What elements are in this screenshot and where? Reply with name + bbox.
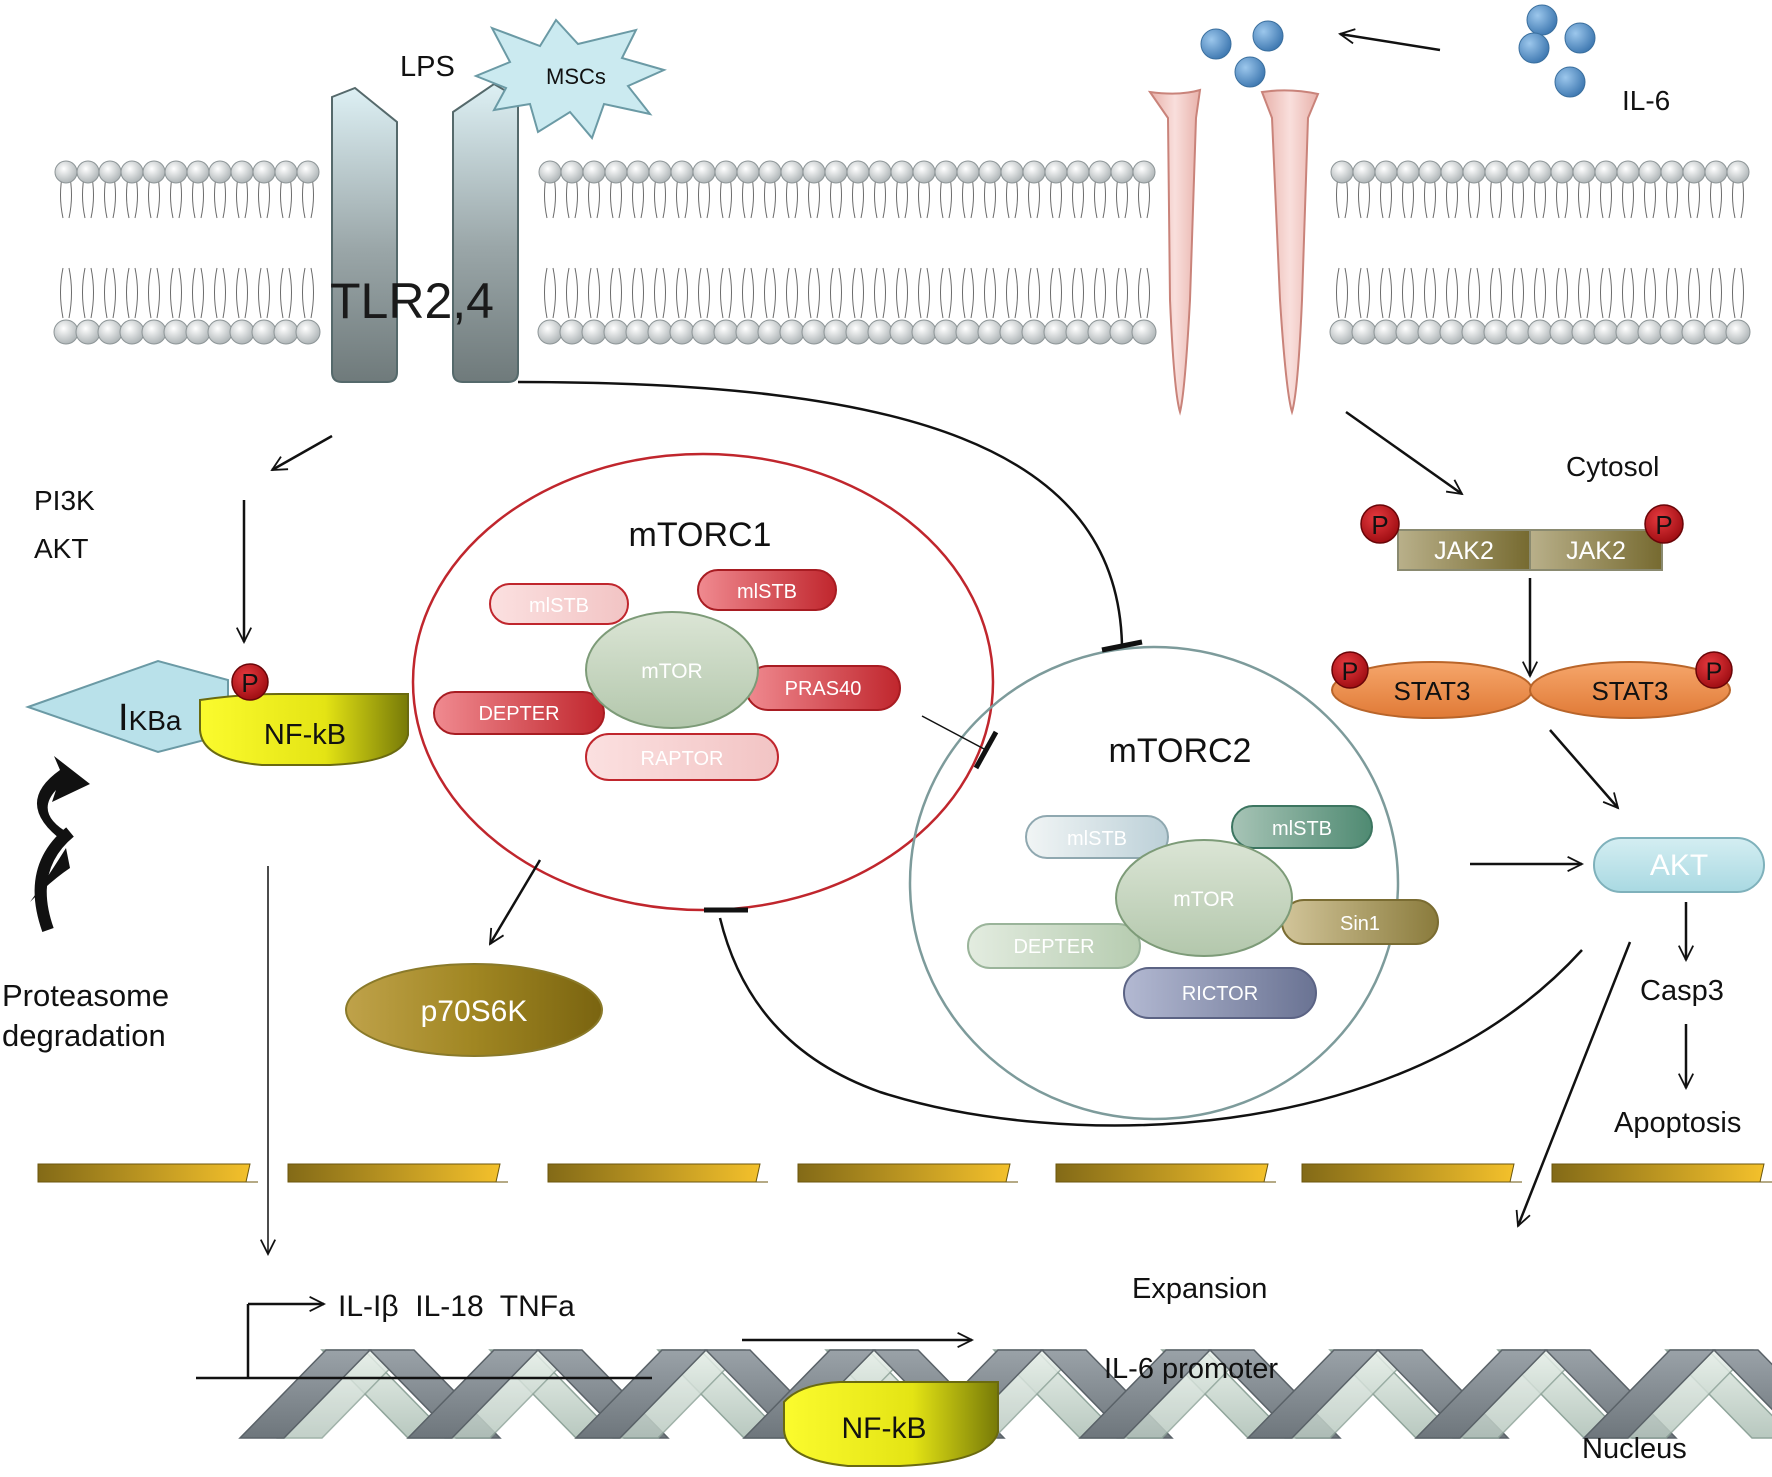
p70s6k-node: p70S6K — [345, 963, 603, 1057]
il6-binding-arrow — [1340, 34, 1441, 52]
stat3-right — [1529, 661, 1731, 719]
genes-label: IL-Iβ IL-18 TNFa — [338, 1290, 575, 1323]
il6-label: IL-6 — [1622, 85, 1670, 116]
mtorc1-complex: mTORC1 mlSTB mlSTB DEPTER PRAS40 RAPTOR … — [411, 452, 995, 912]
svg-text:P: P — [1371, 510, 1388, 540]
svg-text:mlSTB: mlSTB — [737, 581, 797, 603]
svg-text:mlSTB: mlSTB — [1067, 828, 1127, 850]
lps-label: LPS — [400, 51, 455, 83]
akt-to-nucleus-arrow — [1518, 941, 1632, 1226]
stat3-dimer: STAT3 STAT3 P P — [1331, 651, 1733, 719]
transcription-start — [196, 1304, 652, 1380]
dna-helix — [238, 1349, 1772, 1439]
mscs-label: MSCs — [546, 64, 606, 89]
svg-text:P: P — [1706, 658, 1723, 686]
apoptosis-label: Apoptosis — [1614, 1107, 1741, 1139]
mtorc2-complex: mTORC2 mlSTB mlSTB DEPTER Sin1 RICTOR mT… — [908, 645, 1439, 1121]
svg-text:JAK2: JAK2 — [1434, 537, 1494, 565]
phospho-icon: P — [231, 663, 269, 701]
nfkb-nuclear: NF-kB — [783, 1381, 999, 1467]
mscs-starburst: MSCs — [473, 18, 667, 140]
svg-text:p70S6K: p70S6K — [421, 995, 528, 1028]
akt-left-label: AKT — [34, 533, 88, 564]
phospho-icon: P — [1644, 504, 1684, 544]
svg-text:DEPTER: DEPTER — [1013, 936, 1094, 958]
svg-text:STAT3: STAT3 — [1393, 676, 1470, 706]
tlr-label: TLR2,4 — [330, 273, 494, 329]
il6-receptor — [1147, 88, 1320, 416]
svg-text:mTOR: mTOR — [1173, 888, 1234, 911]
pi3k-label: PI3K — [34, 485, 95, 516]
il6-promoter-label: IL-6 promoter — [1104, 1353, 1278, 1385]
mtorc1-depter — [433, 691, 605, 735]
mtorc1-mtor — [585, 611, 759, 729]
svg-text:P: P — [241, 668, 258, 698]
cell-membrane — [53, 160, 1751, 345]
nfkb-label: NF-kB — [264, 719, 346, 751]
svg-text:NF-kB: NF-kB — [842, 1412, 927, 1445]
phospho-icon: P — [1695, 651, 1733, 689]
mtorc2-label: mTORC2 — [1109, 732, 1252, 770]
proteasome-label-line2: degradation — [2, 1018, 166, 1053]
expansion-label: Expansion — [1132, 1273, 1267, 1305]
proteasome-curved-arrow-icon — [30, 756, 90, 933]
akt-node: AKT — [1593, 837, 1765, 893]
nucleus-label: Nucleus — [1582, 1433, 1687, 1465]
svg-text:mlSTB: mlSTB — [1272, 818, 1332, 840]
svg-text:JAK2: JAK2 — [1566, 537, 1626, 565]
casp3-label: Casp3 — [1640, 975, 1724, 1007]
stat3-to-akt-arrow — [1549, 729, 1618, 808]
svg-text:RAPTOR: RAPTOR — [641, 748, 724, 770]
svg-text:P: P — [1655, 510, 1672, 540]
svg-text:mlSTB: mlSTB — [529, 595, 589, 617]
svg-text:mTOR: mTOR — [641, 660, 702, 683]
mtorc1-mlst8-right — [697, 569, 837, 611]
mtorc2-rictor — [1123, 967, 1317, 1019]
nuclear-envelope — [37, 1163, 1772, 1183]
svg-text:Sin1: Sin1 — [1340, 913, 1380, 935]
mtorc1-inhibits-mtorc2 — [921, 715, 999, 770]
mtorc1-label: mTORC1 — [629, 516, 772, 554]
mtorc2-mtor — [1115, 839, 1293, 957]
svg-text:STAT3: STAT3 — [1591, 676, 1668, 706]
jak2-left — [1397, 529, 1531, 571]
svg-text:RICTOR: RICTOR — [1182, 983, 1258, 1005]
mtorc2-depter — [967, 923, 1141, 969]
jak2-right — [1529, 529, 1663, 571]
svg-text:AKT: AKT — [1650, 849, 1708, 882]
phospho-icon: P — [1331, 651, 1369, 689]
ikba-nfkb-complex: IKBa NF-kB P — [24, 659, 409, 766]
mtorc1-mlst8-left — [489, 583, 629, 625]
cytosol-label: Cytosol — [1566, 451, 1659, 482]
tlr-inhibits-mtorc2 — [517, 380, 1143, 653]
phospho-icon: P — [1360, 504, 1400, 544]
tlr-receptor: TLR2,4 — [330, 82, 519, 383]
mtorc1-to-p70s6k-arrow — [488, 859, 542, 944]
akt-inhibits-mtorc1 — [704, 907, 1583, 1127]
proteasome-label-line1: Proteasome — [2, 978, 169, 1013]
mtorc2-mlst8-left — [1025, 815, 1169, 859]
mtorc2-mlst8-right — [1231, 805, 1373, 849]
il6-molecules — [1200, 4, 1596, 98]
receptor-to-jak2-arrow — [1345, 410, 1462, 494]
tlr-to-pi3k-arrow — [272, 434, 333, 472]
svg-text:P: P — [1342, 658, 1359, 686]
svg-text:PRAS40: PRAS40 — [785, 678, 862, 700]
ikba-label: IKBa — [118, 697, 182, 739]
svg-text:DEPTER: DEPTER — [478, 703, 559, 725]
jak2-dimer: JAK2 JAK2 P P — [1360, 504, 1684, 571]
mtorc1-raptor — [585, 733, 779, 781]
